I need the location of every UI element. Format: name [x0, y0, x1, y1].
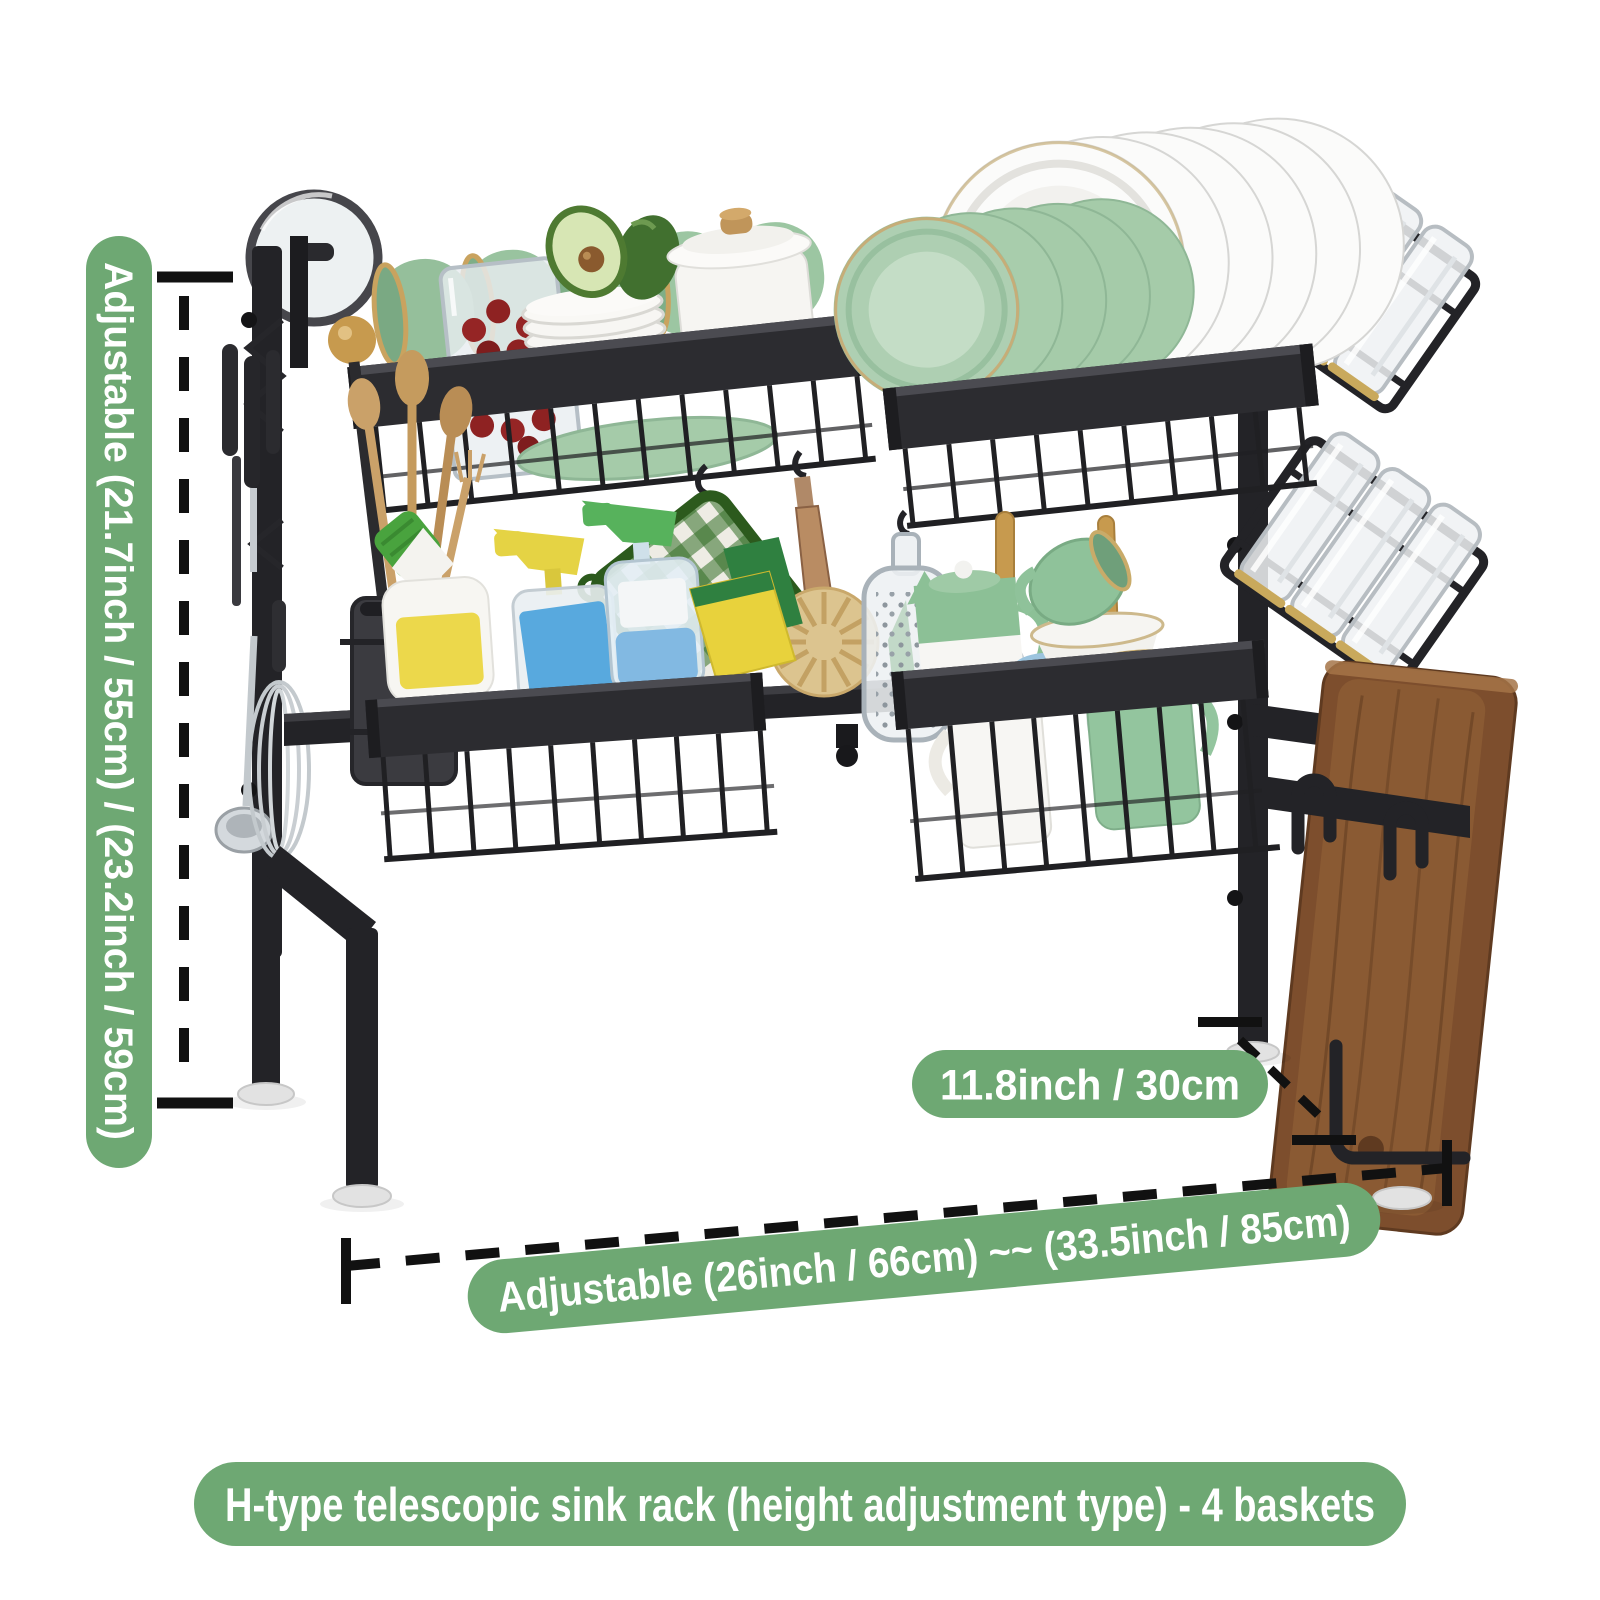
height-label-pill: Adjustable (21.7inch / 55cm) / (23.2inch… — [86, 236, 152, 1168]
toilet-cleaner-bottle — [374, 511, 495, 704]
basket-rail — [365, 672, 767, 759]
left-leg-assembly — [252, 846, 378, 1190]
green-plates — [833, 198, 1195, 403]
drinking-glasses — [1234, 431, 1482, 680]
top-right-shelf — [833, 117, 1405, 529]
height-label-text: Adjustable (21.7inch / 55cm) / (23.2inch… — [96, 262, 140, 1140]
avocado — [545, 205, 680, 300]
depth-dimension: 11.8inch / 30cm — [912, 1017, 1356, 1145]
knife-hooks — [222, 344, 280, 606]
sponges — [688, 536, 803, 681]
caption-banner: H-type telescopic sink rack (height adju… — [194, 1462, 1406, 1546]
depth-label-pill: 11.8inch / 30cm — [912, 1050, 1268, 1118]
shelf-wire-basket — [902, 407, 1318, 529]
basket-rail — [891, 639, 1269, 731]
top-left-shelf — [347, 205, 876, 515]
basket-wires — [380, 730, 778, 863]
shelf-rail — [882, 343, 1319, 451]
tilted-green-cup — [1014, 530, 1132, 626]
caption-text: H-type telescopic sink rack (height adju… — [225, 1478, 1375, 1531]
height-dimension: Adjustable (21.7inch / 55cm) / (23.2inch… — [86, 236, 233, 1168]
glass-rack-bottom — [1219, 431, 1489, 692]
basket-wires — [905, 699, 1281, 882]
dish-rack-illustration — [214, 117, 1519, 1236]
spray-bottle-green — [581, 500, 706, 694]
width-label-pill: Adjustable (26inch / 66cm) ~~ (33.5inch … — [467, 1182, 1381, 1334]
lower-right-basket — [891, 530, 1281, 882]
spray-bottle-yellow — [493, 528, 620, 704]
cutting-board — [1268, 660, 1519, 1236]
lower-left-basket — [365, 500, 803, 863]
depth-label-text: 11.8inch / 30cm — [940, 1061, 1240, 1109]
